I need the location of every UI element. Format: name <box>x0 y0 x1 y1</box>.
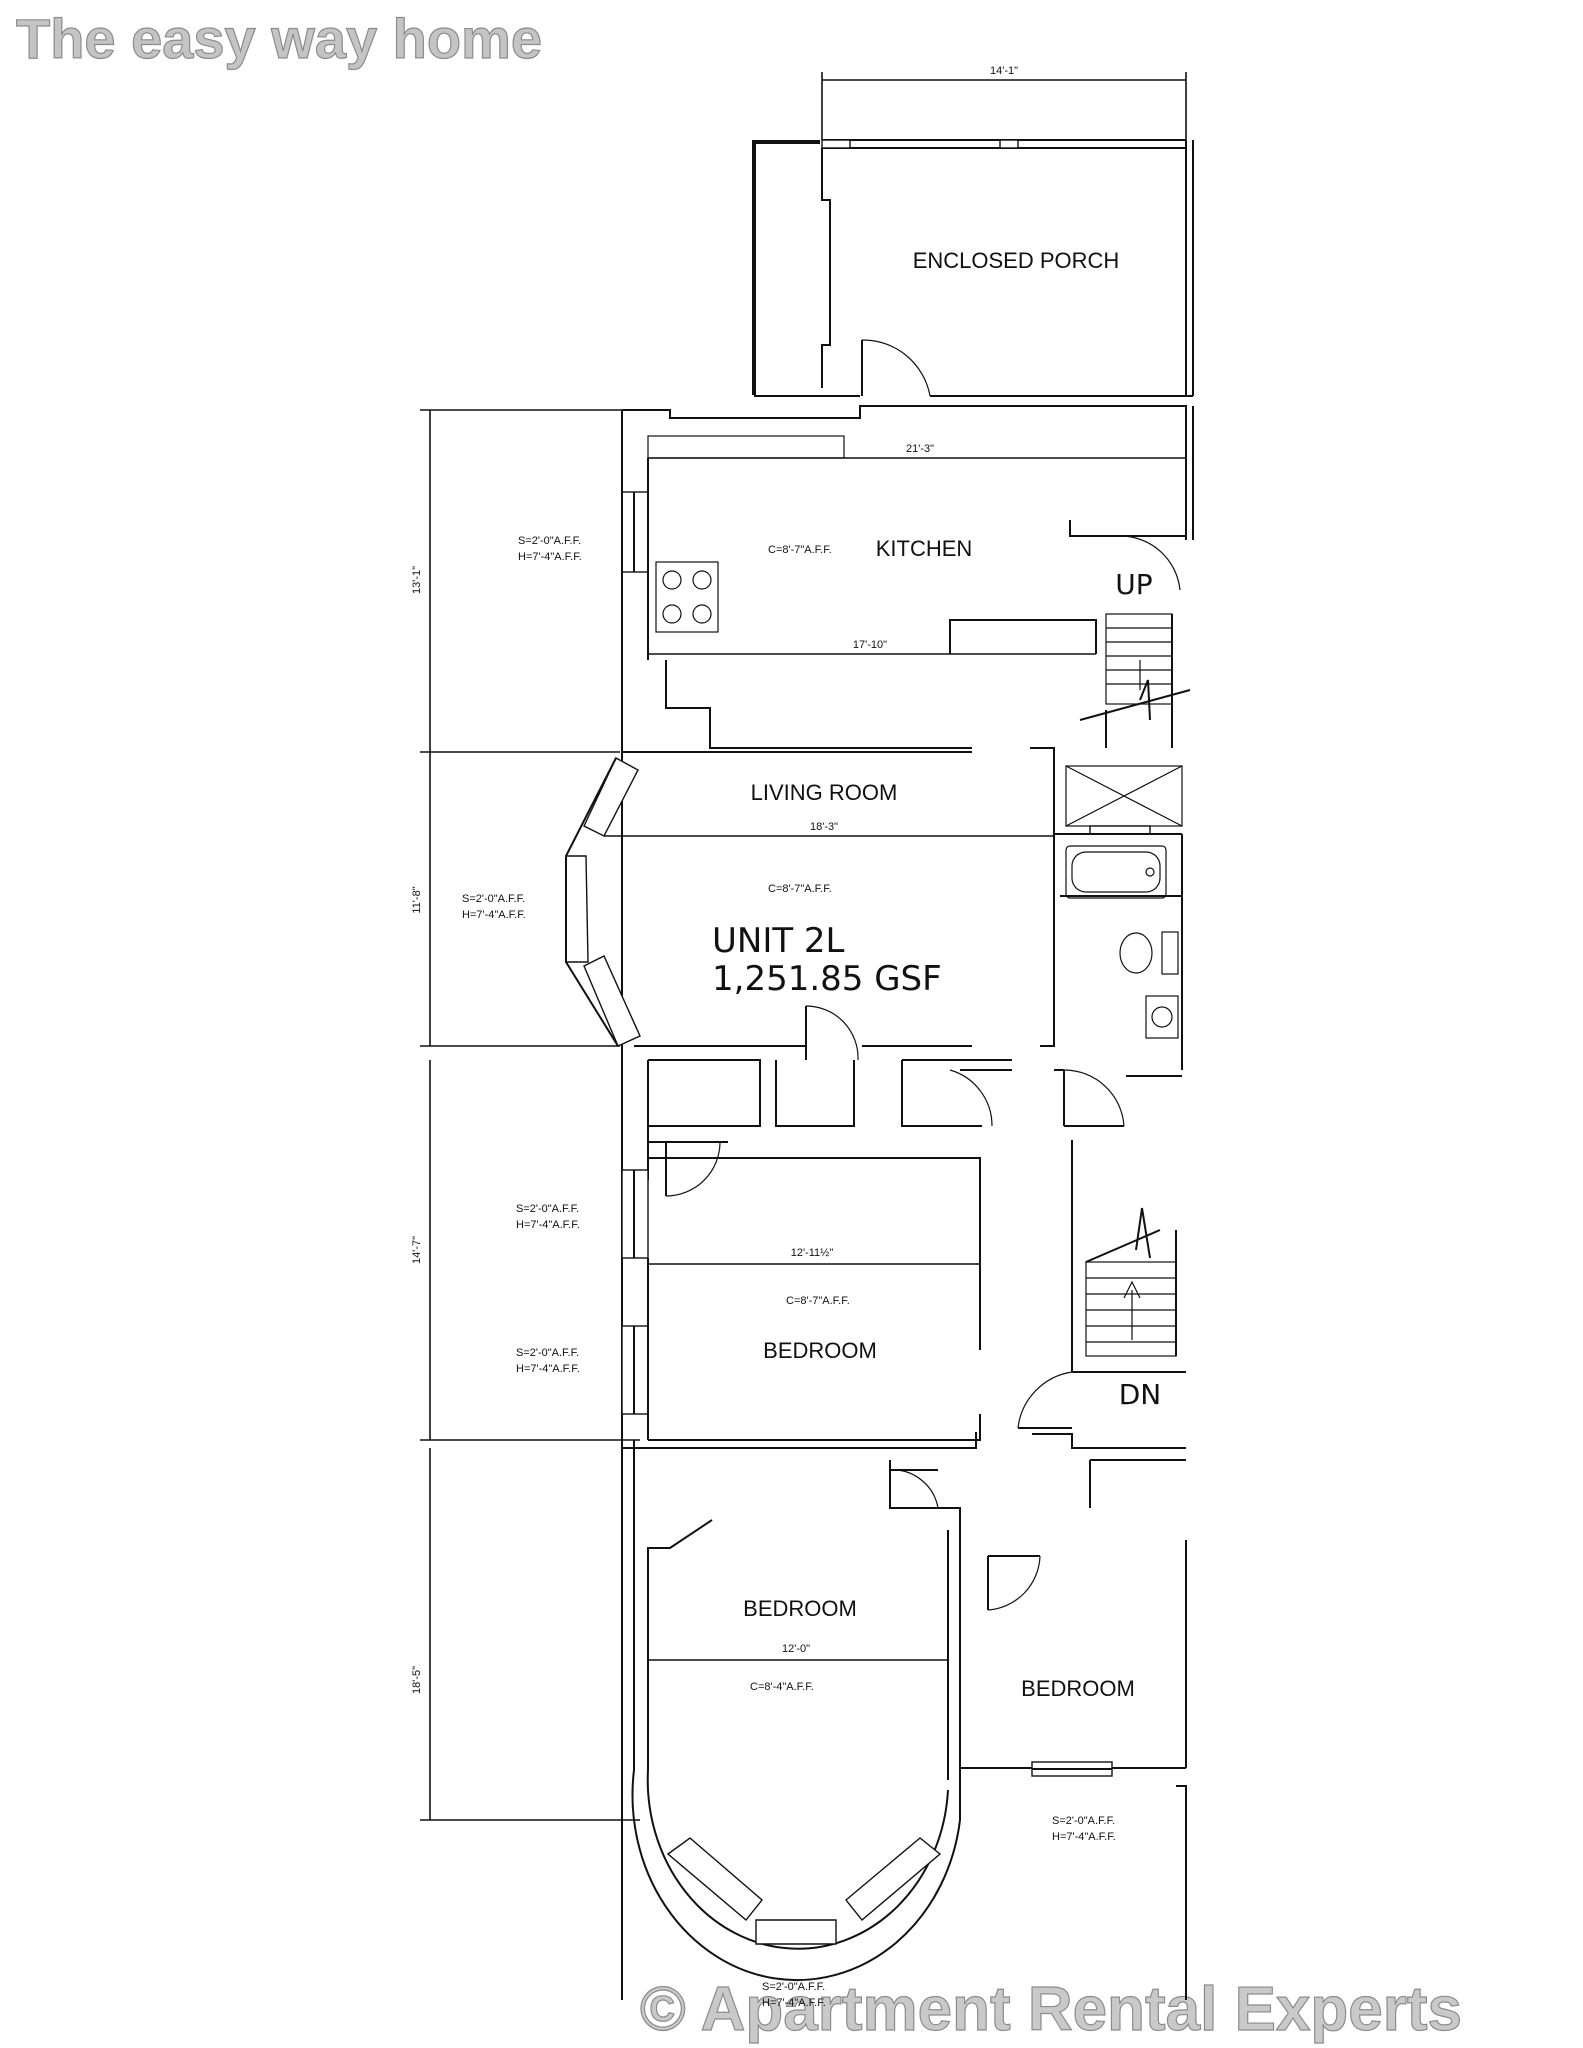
bedroom-front: 12'-0" BEDROOM C=8'-4"A.F.F. S=2'-0"A.F.… <box>622 1432 1186 2009</box>
enclosed-porch: ENCLOSED PORCH <box>752 139 1194 397</box>
living-depth-dimension: 11'-8" <box>411 751 620 1047</box>
kitchen-depth-dimension: 13'-1" <box>411 409 622 752</box>
bedroom-middle-label: BEDROOM <box>763 1338 877 1363</box>
unit-name: UNIT 2L <box>712 921 845 961</box>
svg-text:H=7'-4"A.F.F.: H=7'-4"A.F.F. <box>1052 1831 1116 1843</box>
porch-width-dimension: 14'-1" <box>821 65 1187 140</box>
svg-text:14'-1": 14'-1" <box>990 65 1018 77</box>
svg-text:12'-11½": 12'-11½" <box>791 1247 834 1259</box>
bedroom-middle: 12'-11½" BEDROOM C=8'-7"A.F.F. S=2'-0"A.… <box>516 1157 981 1441</box>
living-room-label: LIVING ROOM <box>751 780 898 805</box>
svg-text:12'-0": 12'-0" <box>782 1643 810 1655</box>
kitchen-ceiling: C=8'-7"A.F.F. <box>768 544 832 556</box>
svg-text:H=7'-4"A.F.F.: H=7'-4"A.F.F. <box>516 1219 580 1231</box>
bedroom-middle-depth-dimension: 14'-7" <box>411 1060 640 1441</box>
svg-text:18'-5": 18'-5" <box>411 1666 423 1694</box>
rear-stair: UP <box>1079 568 1191 748</box>
svg-text:S=2'-0"A.F.F.: S=2'-0"A.F.F. <box>516 1203 579 1215</box>
bedroom-middle-ceiling: C=8'-7"A.F.F. <box>786 1295 850 1307</box>
svg-text:H=7'-4"A.F.F.: H=7'-4"A.F.F. <box>518 551 582 563</box>
closets <box>634 1005 1012 1197</box>
unit-area: 1,251.85 GSF <box>712 959 942 999</box>
svg-text:H=7'-4"A.F.F.: H=7'-4"A.F.F. <box>462 909 526 921</box>
watermark-bottom: © Apartment Rental Experts <box>640 1975 1462 2044</box>
kitchen: 21'-3" 17'-10" KITCHEN C=8'-7"A.F.F. S=2… <box>518 405 1194 2000</box>
porch-label: ENCLOSED PORCH <box>913 248 1120 273</box>
living-room: 18'-3" LIVING ROOM C=8'-7"A.F.F. UNIT 2L… <box>462 747 1055 1047</box>
svg-text:18'-3": 18'-3" <box>810 821 838 833</box>
bedroom-side-label: BEDROOM <box>1021 1676 1135 1701</box>
kitchen-label: KITCHEN <box>876 536 973 561</box>
stair-up-label: UP <box>1115 568 1152 601</box>
svg-text:17'-10": 17'-10" <box>853 639 887 651</box>
stair-down-label: DN <box>1119 1378 1162 1411</box>
svg-text:S=2'-0"A.F.F.: S=2'-0"A.F.F. <box>1052 1815 1115 1827</box>
svg-text:H=7'-4"A.F.F.: H=7'-4"A.F.F. <box>516 1363 580 1375</box>
living-ceiling: C=8'-7"A.F.F. <box>768 883 832 895</box>
svg-text:S=2'-0"A.F.F.: S=2'-0"A.F.F. <box>462 893 525 905</box>
bathroom <box>1054 765 1183 1127</box>
svg-text:21'-3": 21'-3" <box>906 443 934 455</box>
svg-text:S=2'-0"A.F.F.: S=2'-0"A.F.F. <box>762 1981 825 1993</box>
bedroom-front-ceiling: C=8'-4"A.F.F. <box>750 1681 814 1693</box>
bedroom-side: BEDROOM S=2'-0"A.F.F. H=7'-4"A.F.F. <box>960 1459 1187 2000</box>
svg-text:13'-1": 13'-1" <box>411 566 423 594</box>
front-stair: DN <box>1017 1140 1186 1429</box>
watermark-top: The easy way home <box>16 7 542 70</box>
svg-text:11'-8": 11'-8" <box>411 886 423 913</box>
svg-text:14'-7": 14'-7" <box>411 1236 423 1264</box>
svg-text:S=2'-0"A.F.F.: S=2'-0"A.F.F. <box>516 1347 579 1359</box>
svg-text:H=7'-4"A.F.F.: H=7'-4"A.F.F. <box>762 1997 826 2009</box>
bedroom-front-label: BEDROOM <box>743 1596 857 1621</box>
bedroom-front-depth-dimension: 18'-5" <box>411 1448 640 1821</box>
svg-text:S=2'-0"A.F.F.: S=2'-0"A.F.F. <box>518 535 581 547</box>
